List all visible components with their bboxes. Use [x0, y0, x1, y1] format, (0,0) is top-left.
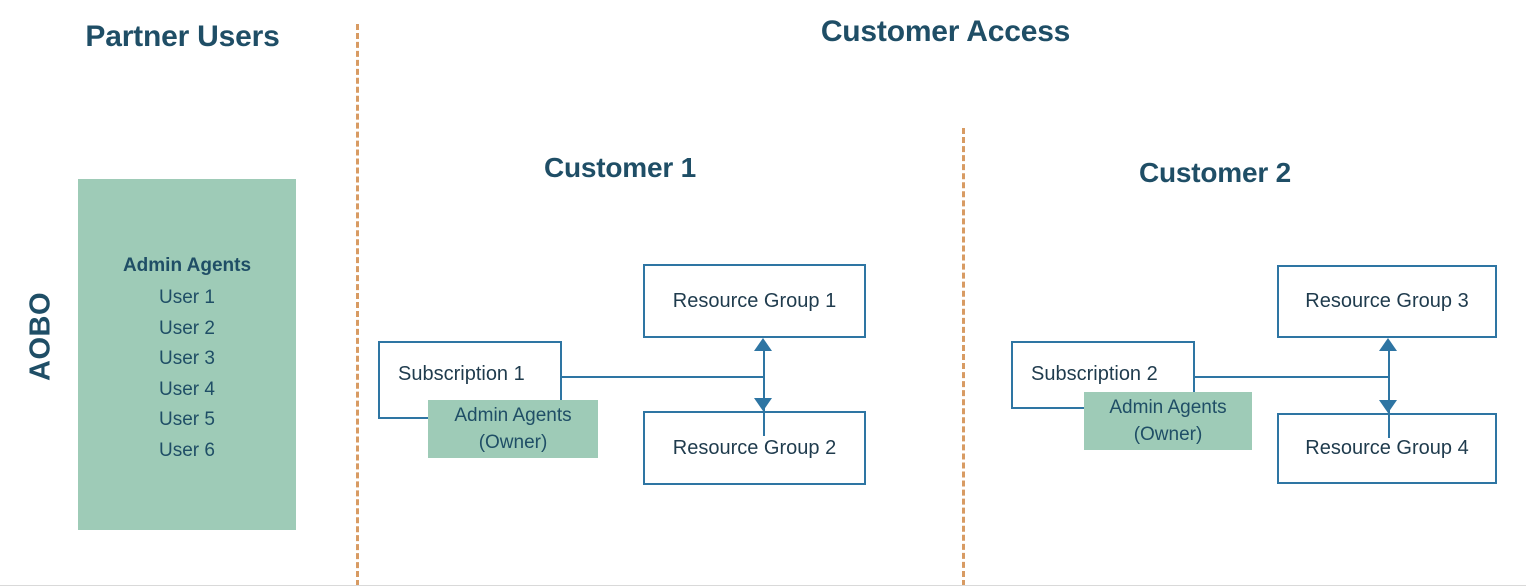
connector-line-resource-groups-2 [1388, 350, 1390, 438]
list-item: User 1 [159, 287, 215, 308]
arrow-up-icon [1379, 338, 1397, 351]
section-divider-customer1-customer2 [962, 128, 965, 585]
resource-group-4-box: Resource Group 4 [1277, 413, 1497, 484]
list-item: User 5 [159, 409, 215, 430]
owner-tag-line-2: (Owner) [1133, 424, 1203, 445]
arrow-down-icon [1379, 400, 1397, 413]
admin-agents-owner-tag-1: Admin Agents (Owner) [428, 400, 598, 458]
arrow-up-icon [754, 338, 772, 351]
resource-group-1-box: Resource Group 1 [643, 264, 866, 338]
owner-tag-line-1: Admin Agents [1109, 397, 1227, 418]
connector-line-resource-groups-1 [763, 350, 765, 436]
admin-agents-panel-content: Admin Agents User 1 User 2 User 3 User 4… [78, 179, 296, 466]
resource-group-2-box: Resource Group 2 [643, 411, 866, 485]
list-item: User 4 [159, 378, 215, 400]
admin-agents-owner-tag-2: Admin Agents (Owner) [1084, 392, 1252, 450]
owner-tag-line-2: (Owner) [478, 432, 548, 453]
list-item: User 2 [159, 317, 215, 339]
owner-tag-line-1: Admin Agents [454, 405, 572, 426]
customer-2-title: Customer 2 [1138, 157, 1292, 188]
admin-agents-heading: Admin Agents [122, 255, 252, 276]
arrow-down-icon [754, 398, 772, 411]
partner-users-title: Partner Users [85, 20, 280, 53]
connector-line-subscription-1 [562, 376, 764, 378]
list-item: User 6 [159, 439, 215, 461]
connector-line-subscription-2 [1195, 376, 1389, 378]
resource-group-3-box: Resource Group 3 [1277, 265, 1497, 338]
admin-agents-panel: Admin Agents User 1 User 2 User 3 User 4… [78, 179, 296, 530]
subscription-2-label: Subscription 2 [1031, 363, 1158, 385]
customer-1-title: Customer 1 [543, 152, 697, 183]
list-item: User 3 [159, 348, 215, 369]
section-divider-partner-customer [356, 24, 359, 585]
aobo-label: AOBO [24, 292, 57, 381]
subscription-1-label: Subscription 1 [398, 363, 525, 385]
customer-access-title: Customer Access [820, 15, 1071, 48]
